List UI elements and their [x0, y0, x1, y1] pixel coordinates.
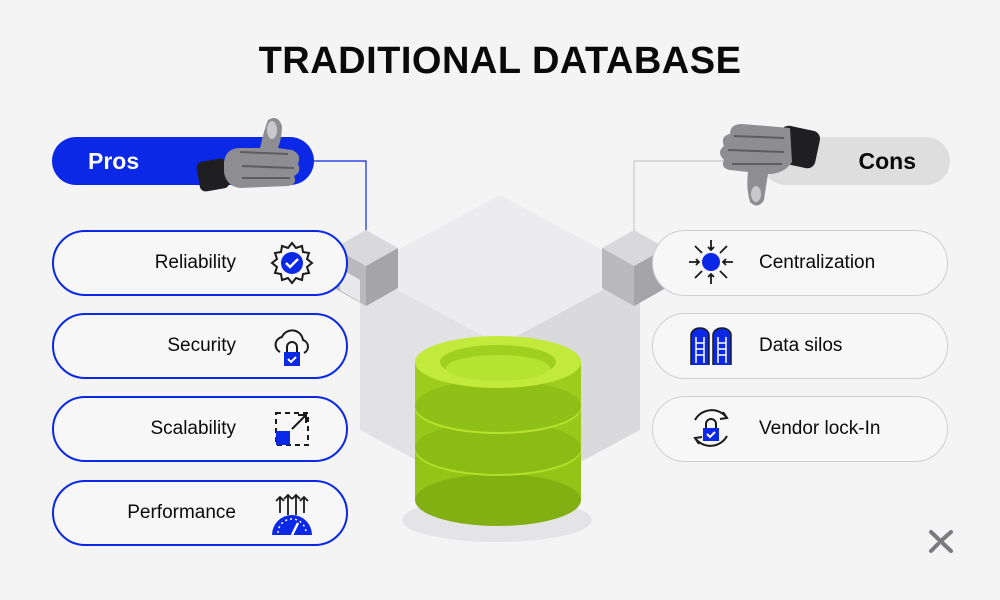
scale-expand-icon	[275, 412, 309, 446]
cloud-lock-icon	[274, 329, 309, 366]
pro-item-security: Security	[52, 313, 348, 379]
speedometer-arrows-icon	[272, 493, 312, 536]
cons-header: Cons	[762, 137, 950, 185]
silo-icon	[690, 327, 732, 365]
pros-label: Pros	[88, 147, 140, 174]
circular-lock-icon	[693, 409, 729, 447]
centralization-arrows-icon	[689, 240, 733, 284]
pro-item-label: Scalability	[150, 418, 236, 439]
pro-item-reliability: Reliability	[52, 230, 348, 296]
pro-item-label: Reliability	[154, 252, 236, 273]
pro-item-scalability: Scalability	[52, 396, 348, 462]
con-item-data-silos: Data silos	[652, 313, 948, 379]
pro-item-label: Performance	[127, 502, 236, 523]
right-small-cube	[602, 230, 666, 306]
con-item-label: Data silos	[759, 335, 843, 356]
pro-item-label: Security	[167, 335, 236, 356]
thumbs-down-icon	[720, 124, 821, 206]
connector-lines	[314, 160, 762, 232]
database-cylinder-icon	[402, 336, 592, 542]
brand-logo-icon	[929, 530, 953, 553]
gear-check-icon	[270, 241, 314, 285]
pro-item-performance: Performance	[52, 480, 348, 546]
con-item-vendor-lock-in: Vendor lock-In	[652, 396, 948, 462]
con-item-label: Centralization	[759, 252, 876, 273]
con-item-centralization: Centralization	[652, 230, 948, 296]
page-title: TRADITIONAL DATABASE	[258, 40, 742, 82]
cons-label: Cons	[858, 147, 917, 174]
thumbs-up-icon	[196, 118, 300, 192]
con-item-label: Vendor lock-In	[759, 418, 881, 439]
